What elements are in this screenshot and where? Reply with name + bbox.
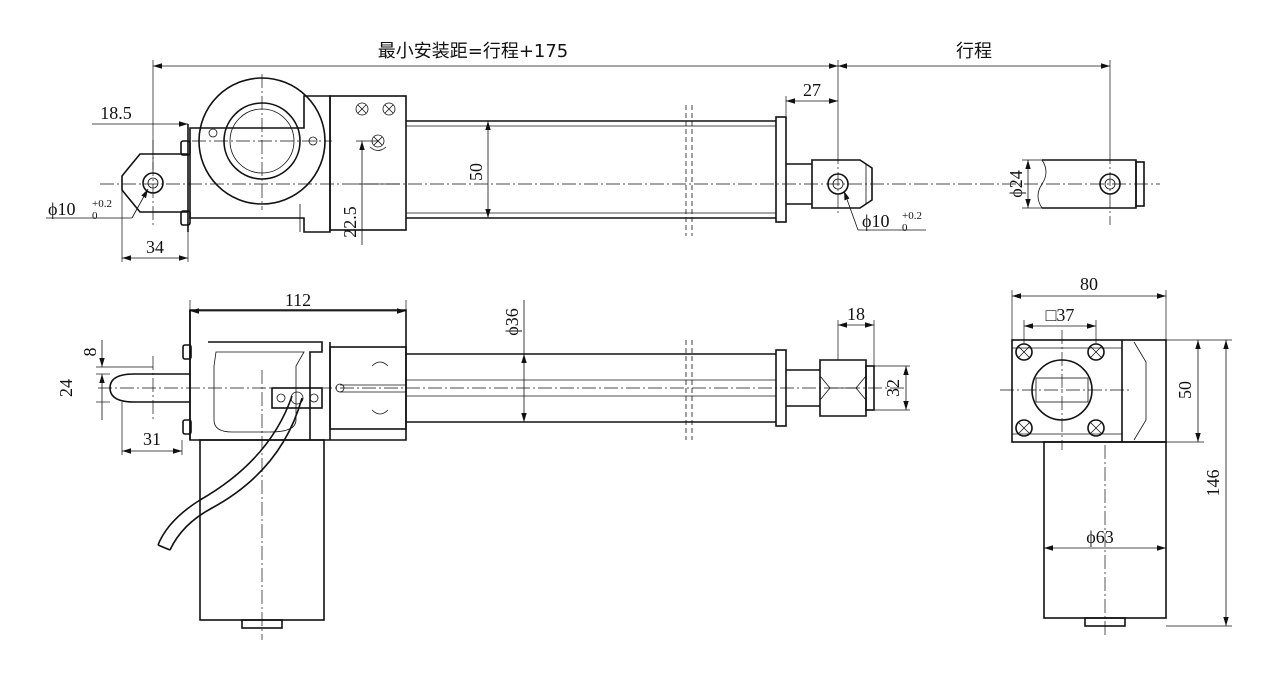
hole-right-lower: 0 [902,222,908,234]
dim-22-5: 22.5 [340,206,360,238]
hole-left-lower: 0 [92,210,98,222]
hole-left-main: ϕ10 [48,199,75,219]
dim-50-tube: 50 [466,163,486,181]
dim-8: 8 [80,348,100,357]
hole-right-main: ϕ10 [862,211,889,231]
dim-112: 112 [285,290,311,310]
dim-phi24: ϕ24 [1006,170,1026,197]
dim-27: 27 [803,80,821,100]
hole-left-upper: +0.2 [92,198,112,210]
dim-146: 146 [1203,470,1223,497]
min-install-label: 最小安装距=行程+175 [378,41,569,62]
side-view: 112 ϕ36 18 32 8 24 31 [56,290,910,640]
dim-24: 24 [56,379,76,397]
stroke-label: 行程 [956,41,992,62]
dim-phi36: ϕ36 [502,308,522,335]
dim-18-5: 18.5 [100,103,132,123]
dim-phi63: ϕ63 [1086,527,1113,547]
dim-18: 18 [847,304,865,324]
dim-sq37: □37 [1046,305,1075,325]
top-view: 最小安装距=行程+175 行程 27 18.5 50 22.5 34 ϕ10 +… [46,41,1160,262]
dim-80: 80 [1080,274,1098,294]
dim-50-end: 50 [1175,381,1195,399]
dim-31: 31 [143,429,161,449]
dim-32: 32 [883,379,903,397]
hole-right-upper: +0.2 [902,210,922,222]
end-view: 80 □37 50 146 ϕ63 [1000,274,1232,635]
dim-34: 34 [146,237,164,257]
